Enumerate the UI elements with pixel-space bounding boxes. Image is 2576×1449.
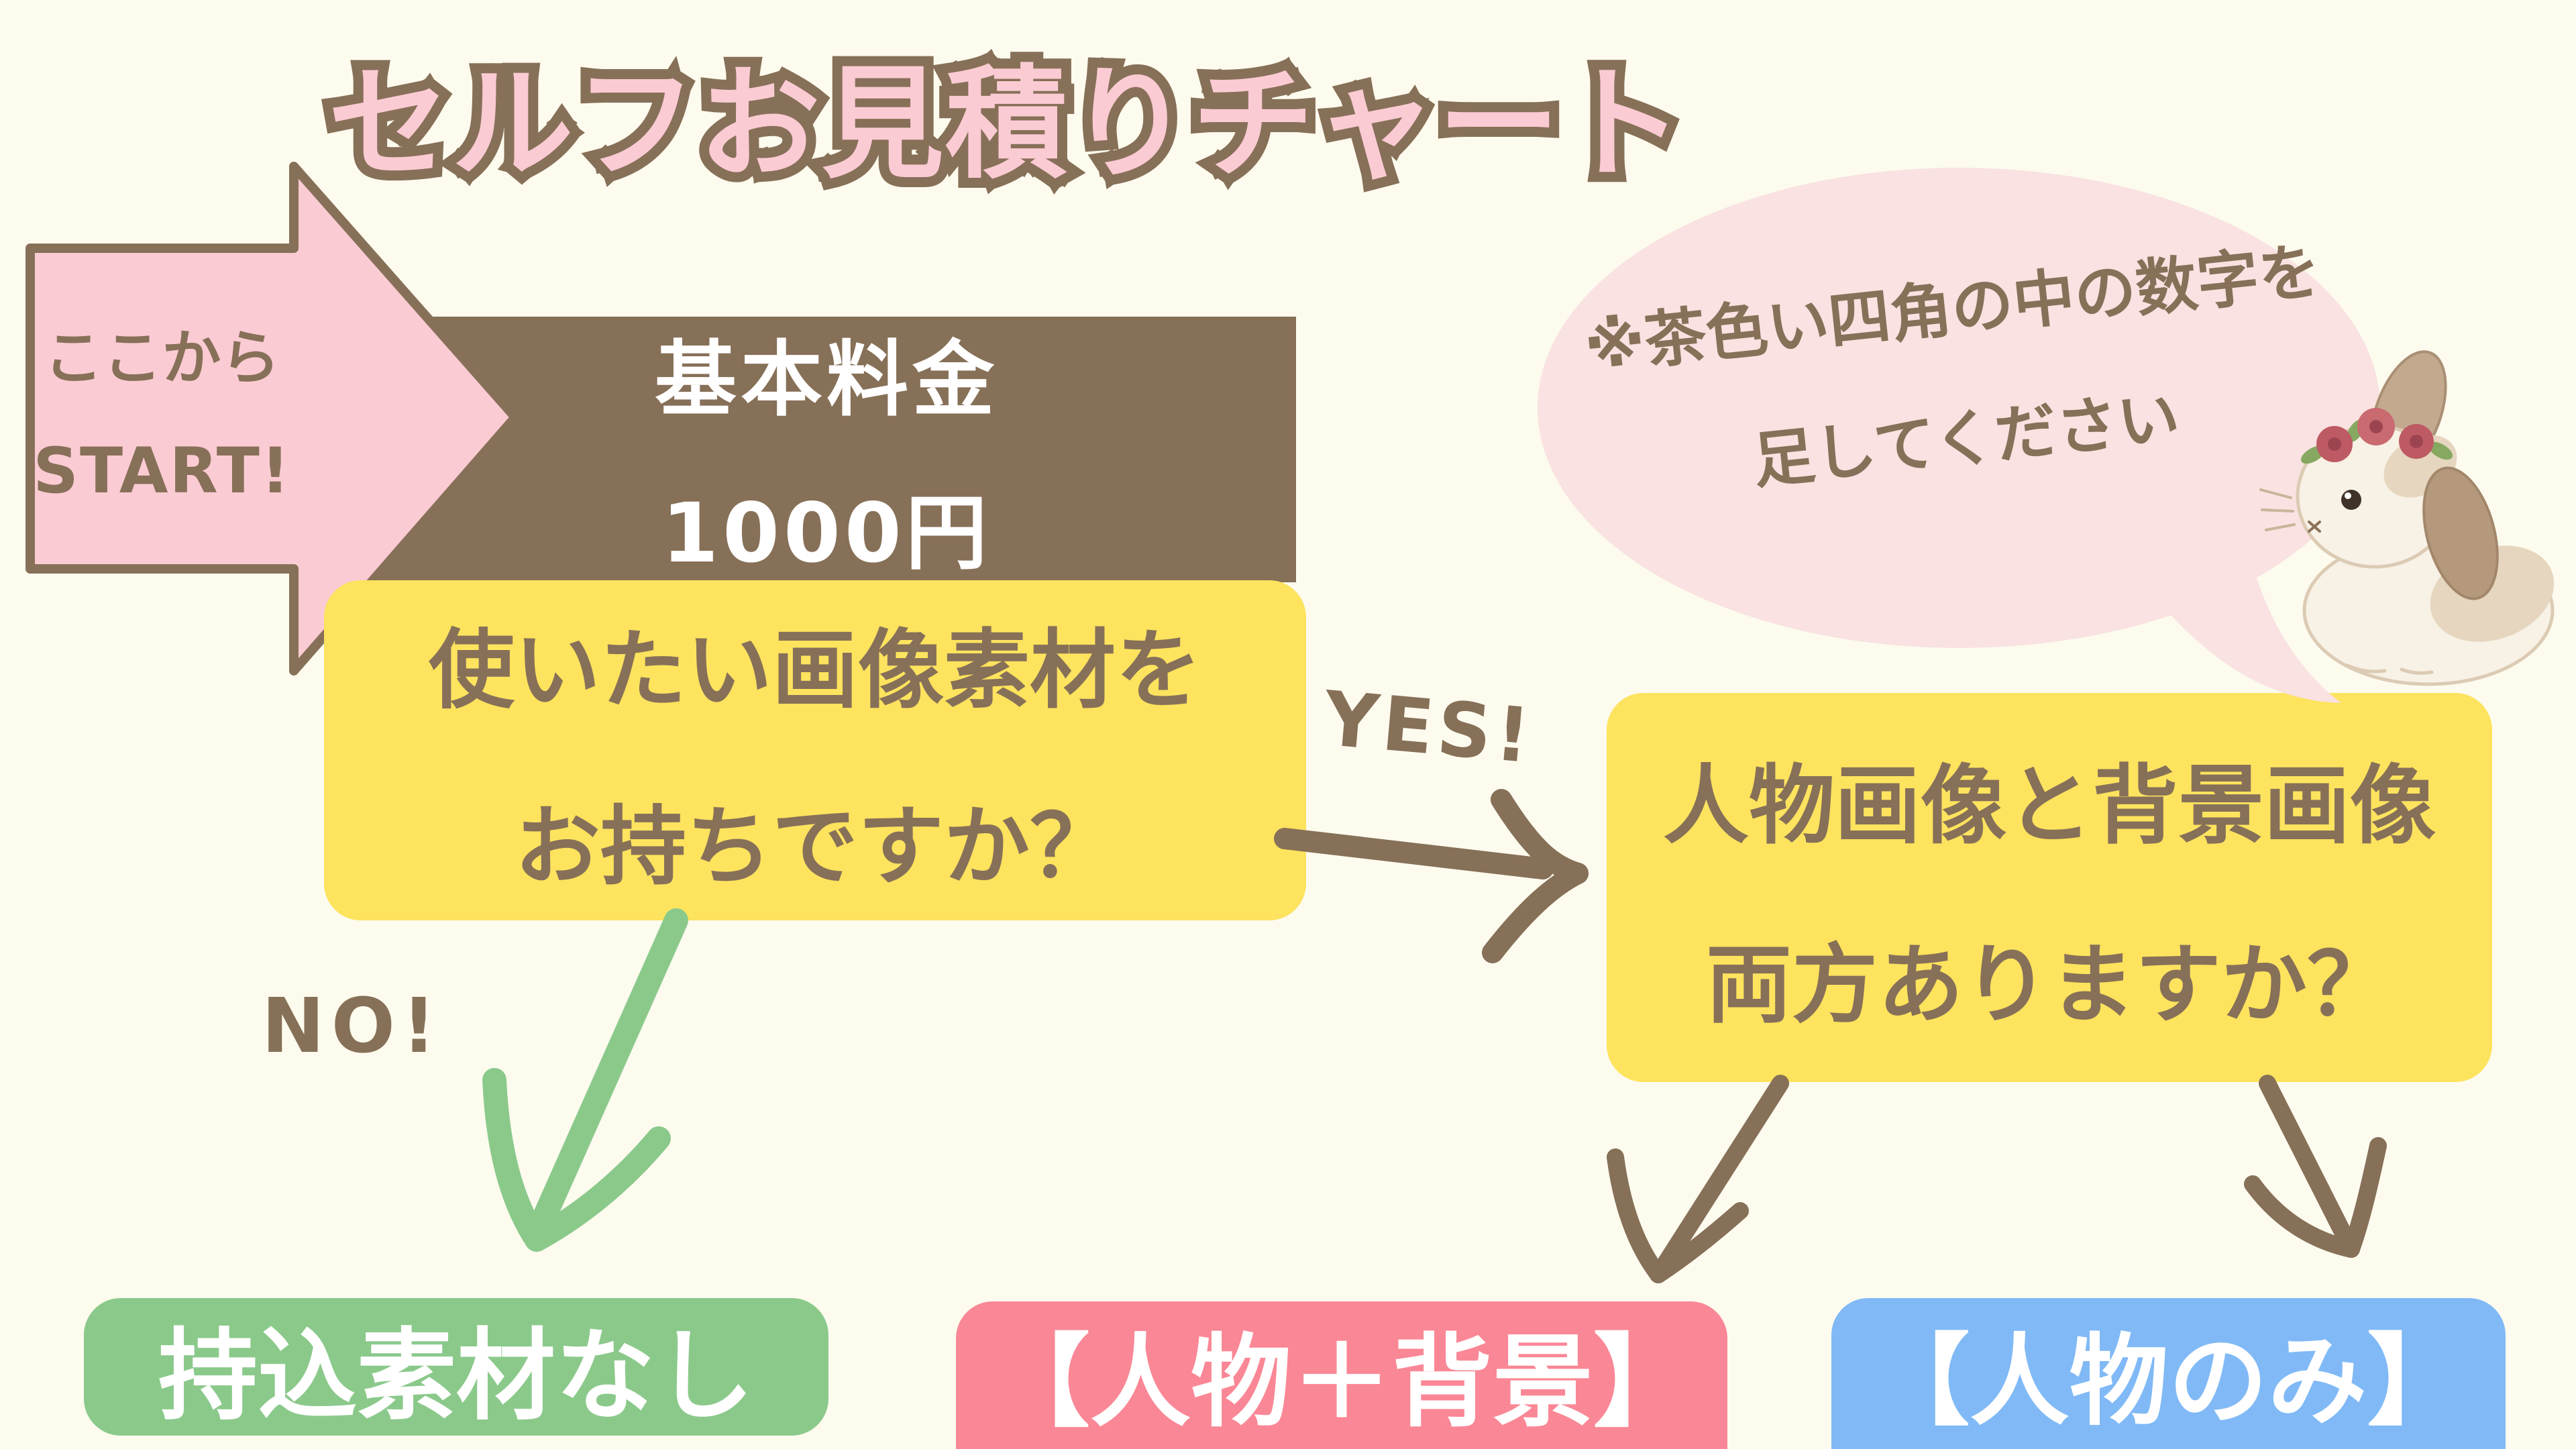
speech-bubble-body [1538, 168, 2380, 648]
rabbit-nose [2308, 521, 2321, 533]
rabbit-illustration [2259, 350, 2555, 686]
result-no-material-box [84, 1298, 828, 1436]
question-material-line2: お持ちですか？ [514, 796, 1116, 897]
page-title-outline: セルフお見積りチャート [318, 43, 1693, 205]
result-no-material-label: 持込素材なし [158, 1318, 754, 1434]
result-person-bg-label: 【人物＋背景】 [989, 1324, 1694, 1441]
page-title: セルフお見積りチャート セルフお見積りチャート [282, 25, 1731, 205]
rabbit-whiskers [2259, 488, 2296, 531]
base-fee-line1: 基本料金 [655, 332, 998, 427]
base-fee-line2: 1000円 [661, 486, 991, 581]
no-arrow [482, 908, 688, 1252]
rabbit-eye [2341, 490, 2361, 510]
speech-bubble [1538, 168, 2380, 703]
question-material-line1: 使いたい画像素材を [428, 620, 1201, 720]
flower-center [2410, 435, 2423, 448]
flower-center [2369, 420, 2383, 433]
note-line2: 足してください [1749, 381, 2184, 498]
start-arrow-label: ここから START! [30, 250, 294, 569]
yes-arrow [1274, 789, 1589, 963]
start-label-line1: ここから [44, 323, 280, 392]
arrow-to-person-only [2244, 1075, 2387, 1258]
result-person-only-box [1831, 1298, 2506, 1449]
yes-label: YES! [1320, 675, 1538, 781]
question-material-box [324, 580, 1306, 920]
question-both-label: 人物画像と背景画像 両方ありますか？ [1607, 693, 2492, 1082]
flower-center [2328, 437, 2341, 451]
result-person-only-label: 【人物のみ】 [1870, 1323, 2467, 1439]
rabbit-paws [2346, 663, 2434, 675]
no-label: NO! [261, 983, 443, 1070]
base-fee-label: 基本料金 1000円 [357, 317, 1296, 582]
arrow-to-person-bg [1607, 1075, 1789, 1283]
start-label-line2: START! [33, 435, 291, 508]
start-arrow-shape [25, 162, 520, 676]
base-fee-box [357, 317, 1296, 582]
question-both-line1: 人物画像と背景画像 [1662, 756, 2436, 856]
question-material-label: 使いたい画像素材を お持ちですか？ [324, 580, 1306, 920]
rabbit-flopped-ear [2422, 466, 2499, 600]
flower-leaf [2428, 441, 2453, 460]
result-person-bg-box [956, 1301, 1727, 1449]
rabbit-eye-glint [2345, 492, 2351, 499]
speech-bubble-tail [2163, 549, 2341, 703]
question-both-box [1607, 693, 2492, 1082]
question-both-line2: 両方ありますか？ [1705, 935, 2393, 1035]
page-title-text: セルフお見積りチャート [327, 53, 1685, 195]
